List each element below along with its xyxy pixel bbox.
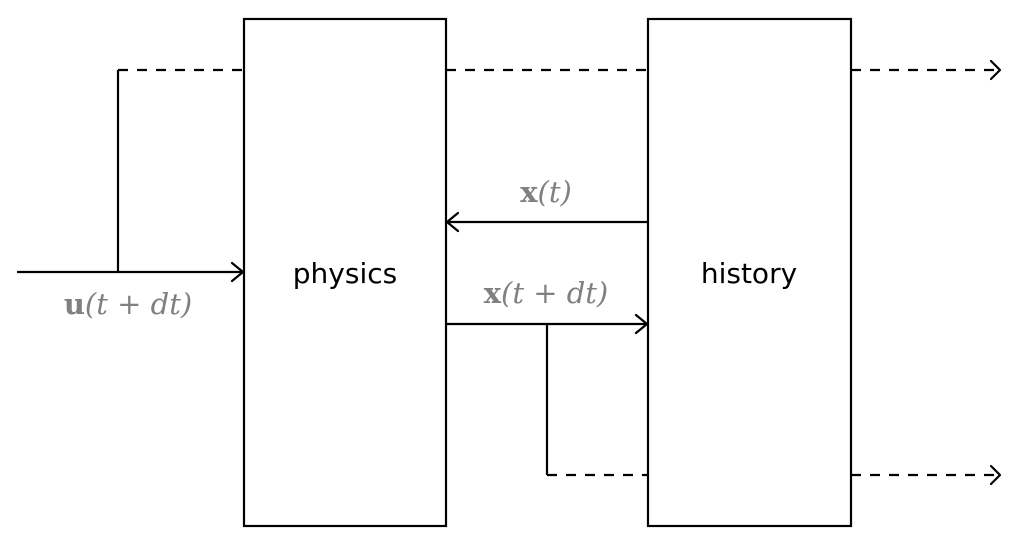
input-signal-label: u(t + dt) — [64, 287, 192, 321]
state-current-arrowhead — [445, 211, 460, 233]
history-block-label: history — [701, 257, 797, 290]
bottom-output-arrowhead — [989, 464, 1002, 486]
state-next-signal-label: x(t + dt) — [484, 276, 609, 310]
physics-block — [242, 17, 448, 528]
top-output-arrowhead — [989, 59, 1002, 81]
input-arrowhead — [230, 261, 245, 283]
state-next-arrowhead — [634, 313, 649, 335]
history-block — [646, 17, 853, 528]
state-current-signal-label: x(t) — [520, 175, 572, 209]
physics-block-label: physics — [293, 257, 397, 290]
